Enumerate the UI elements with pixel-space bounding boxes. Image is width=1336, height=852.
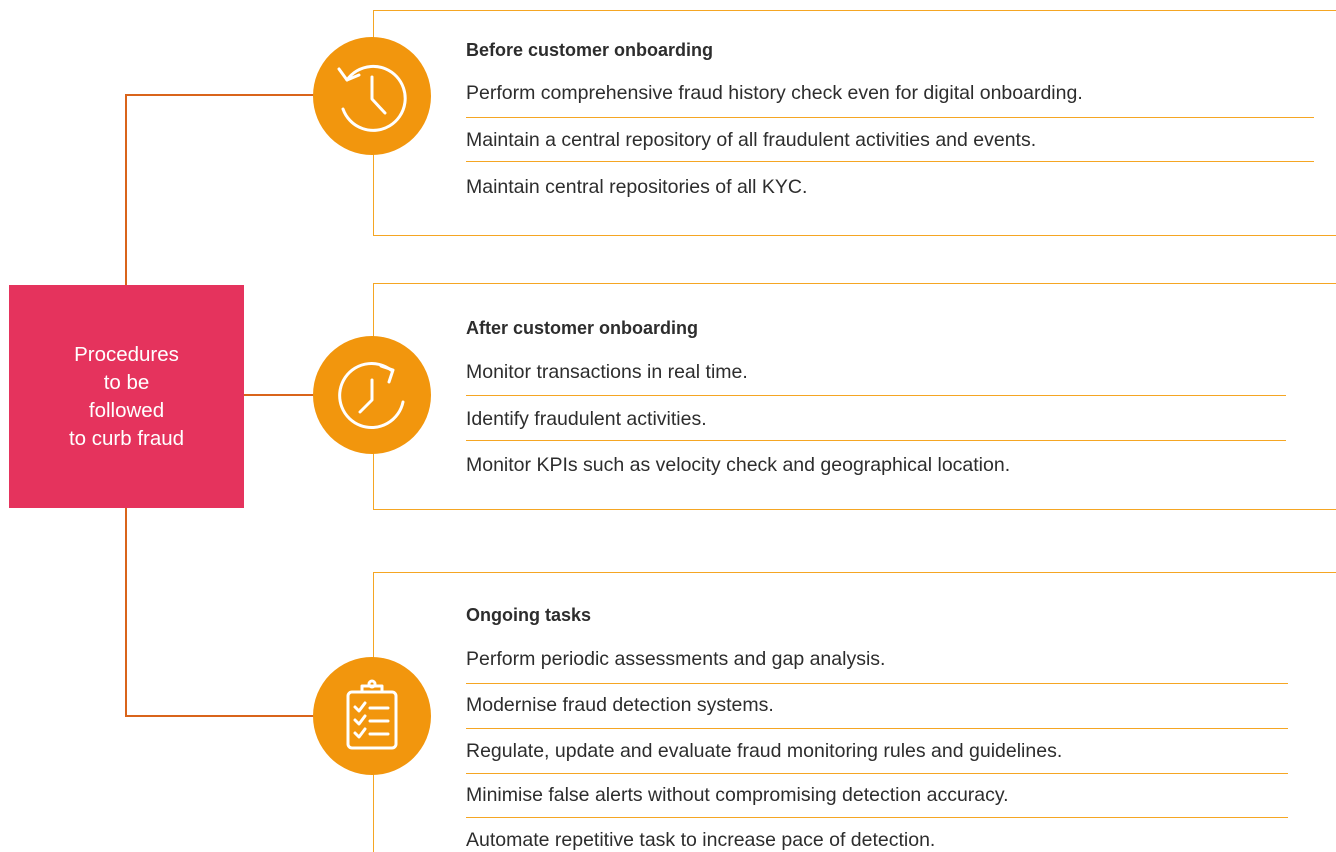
item-divider: [466, 117, 1314, 118]
connector-vertical: [125, 94, 127, 286]
procedures-label-line-4: to curb fraud: [68, 426, 185, 450]
panel-before-onboarding: Before customer onboarding Perform compr…: [373, 10, 1336, 236]
section-heading-after-onboarding: After customer onboarding: [466, 318, 699, 338]
connector-middle: [243, 394, 315, 396]
procedures-label: Procedures to be followed to curb fraud: [17, 341, 237, 453]
item-divider: [466, 440, 1286, 441]
item-divider: [466, 817, 1288, 818]
section-item: Perform periodic assessments and gap ana…: [466, 648, 886, 670]
item-divider: [466, 161, 1314, 162]
history-clock-icon: [313, 37, 431, 155]
item-divider: [466, 773, 1288, 774]
connector-top: [125, 94, 315, 96]
connector-bottom: [125, 715, 315, 717]
section-item: Identify fraudulent activities.: [466, 408, 707, 430]
procedures-box: Procedures to be followed to curb fraud: [9, 285, 244, 508]
section-item: Regulate, update and evaluate fraud moni…: [466, 740, 1063, 762]
procedures-label-line-2: to be: [103, 370, 150, 394]
section-item: Perform comprehensive fraud history chec…: [466, 82, 1083, 104]
section-item: Minimise false alerts without compromisi…: [466, 784, 1009, 806]
section-item: Maintain a central repository of all fra…: [466, 129, 1037, 151]
section-item: Monitor KPIs such as velocity check and …: [466, 454, 1011, 476]
section-heading-before-onboarding: Before customer onboarding: [466, 40, 714, 60]
section-item: Monitor transactions in real time.: [466, 361, 748, 383]
panel-ongoing-tasks: Ongoing tasks Perform periodic assessmen…: [373, 572, 1336, 852]
item-divider: [466, 395, 1286, 396]
item-divider: [466, 728, 1288, 729]
panel-after-onboarding: After customer onboarding Monitor transa…: [373, 283, 1336, 510]
section-item: Automate repetitive task to increase pac…: [466, 829, 936, 851]
connector-vertical-lower: [125, 507, 127, 716]
procedures-label-line-3: followed: [88, 398, 165, 422]
section-item: Maintain central repositories of all KYC…: [466, 176, 808, 198]
section-heading-ongoing-tasks: Ongoing tasks: [466, 605, 592, 625]
procedures-label-line-1: Procedures: [74, 342, 179, 366]
clipboard-checklist-icon: [313, 657, 431, 775]
section-item: Modernise fraud detection systems.: [466, 694, 774, 716]
item-divider: [466, 683, 1288, 684]
clock-refresh-icon: [313, 336, 431, 454]
